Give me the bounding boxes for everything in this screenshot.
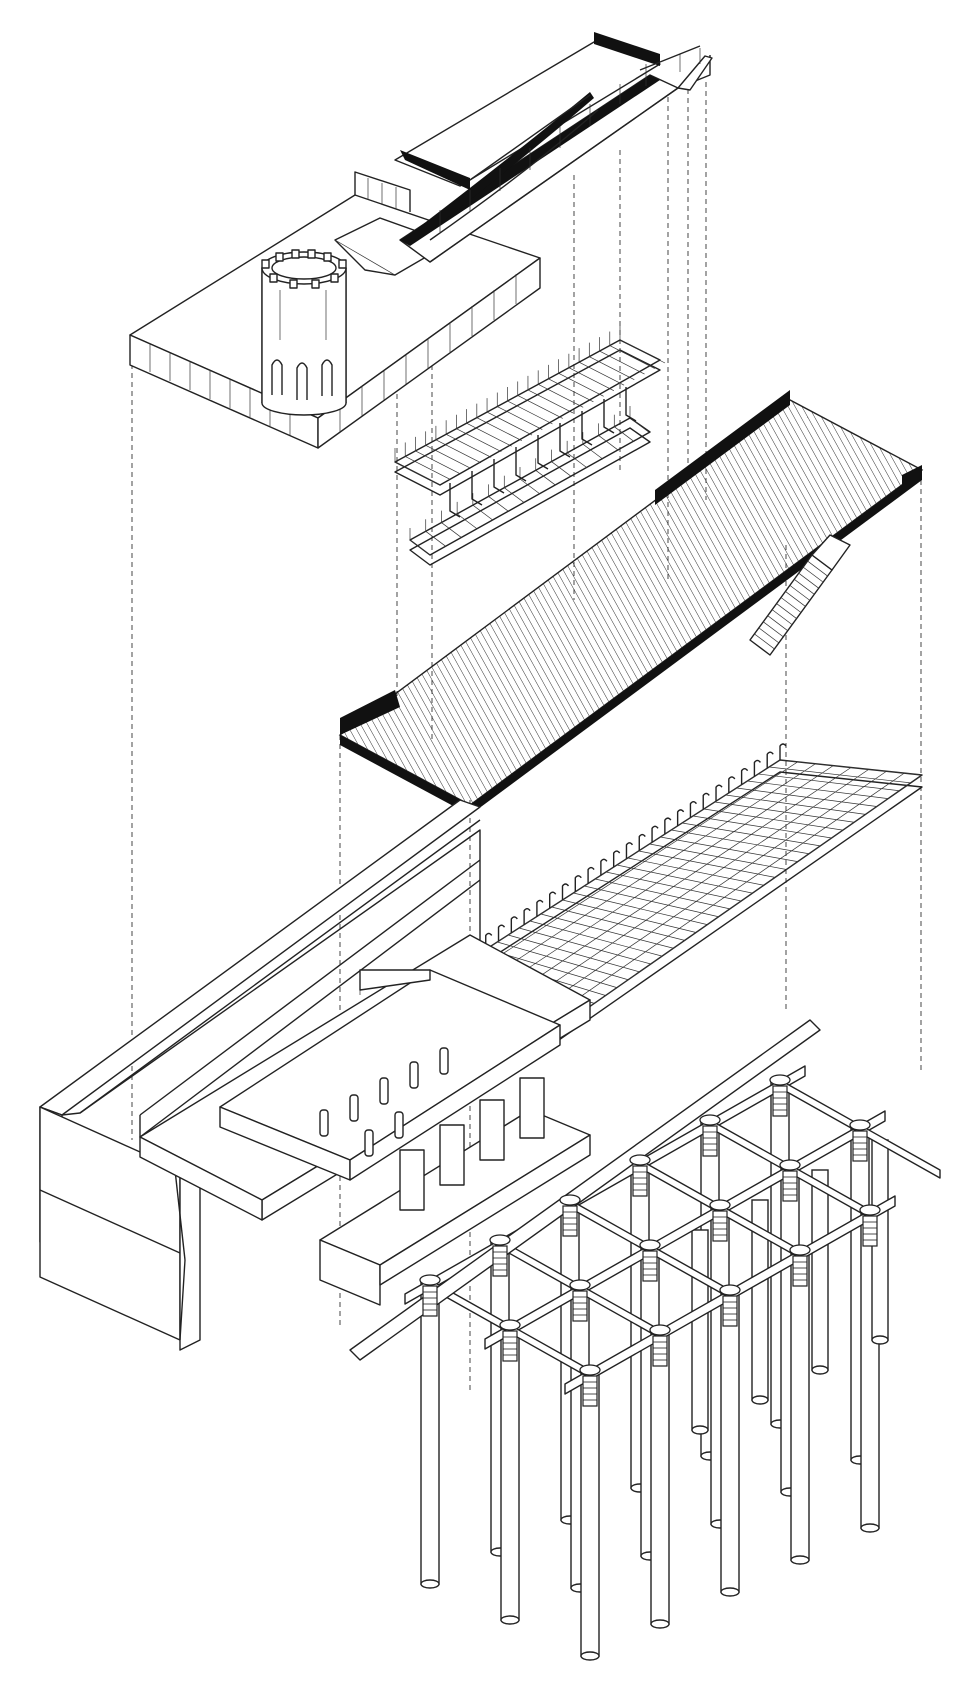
rebar-hook: [587, 866, 595, 884]
pile-cap: [699, 1114, 721, 1126]
pile-cap: [849, 1119, 871, 1131]
rebar-hook: [536, 899, 544, 917]
rebar-hook: [549, 891, 557, 909]
pile-column: [420, 1279, 440, 1585]
pile-cap: [419, 1274, 441, 1286]
rebar-hook: [625, 842, 634, 859]
concrete-pier: [479, 1099, 505, 1161]
rebar-hook: [676, 809, 685, 826]
pile-column: [720, 1289, 740, 1593]
rebar-hook: [510, 916, 518, 933]
rebar-hook: [689, 800, 698, 818]
rebar-stirrup: [537, 435, 549, 470]
dowel-bar: [349, 1094, 359, 1122]
pile-column: [691, 1229, 709, 1431]
pile-cap: [639, 1239, 661, 1251]
rebar-stirrup: [625, 387, 637, 422]
rebar-stirrup: [559, 423, 571, 458]
foundation-block-layer: [39, 799, 591, 1351]
pile-cap: [559, 1194, 581, 1206]
pile-cap: [569, 1279, 591, 1291]
pile-cap: [859, 1204, 881, 1216]
dowel-bar: [319, 1109, 329, 1137]
rebar-hook: [715, 784, 723, 802]
rebar-hook: [638, 833, 646, 851]
rebar-hook: [766, 751, 774, 769]
pile-cap: [769, 1074, 791, 1086]
concrete-pier: [519, 1077, 545, 1139]
main-deck-layer: [338, 390, 924, 815]
pile-cap: [719, 1284, 741, 1296]
pile-column: [811, 1169, 829, 1371]
alignment-guide-lines: [131, 80, 922, 1390]
pile-cap: [579, 1364, 601, 1376]
dowel-bar: [379, 1077, 389, 1105]
pile-cap: [779, 1159, 801, 1171]
pile-cap: [499, 1319, 521, 1331]
pile-cap: [629, 1154, 651, 1166]
rebar-stirrup: [603, 399, 615, 434]
rebar-hook: [702, 792, 710, 810]
pile-column: [500, 1324, 520, 1621]
rebar-hook: [523, 908, 531, 925]
pile-and-beam-grid-layer: [349, 1019, 941, 1661]
rebar-hook: [651, 825, 659, 843]
rebar-stirrup: [471, 471, 483, 506]
rebar-hook: [485, 932, 493, 950]
rebar-hook: [497, 924, 506, 942]
rebar-stirrup: [515, 447, 527, 482]
pile-cap: [789, 1244, 811, 1256]
viewing-deck-layer: [129, 32, 713, 449]
pile-cap: [709, 1199, 731, 1211]
dowel-bar: [364, 1129, 374, 1157]
edge-beam: [349, 1019, 821, 1361]
rebar-hook: [600, 858, 608, 876]
rebar-stirrup: [581, 411, 593, 446]
rebar-hook: [574, 875, 582, 892]
concrete-pier: [439, 1124, 465, 1186]
dowel-bar: [394, 1111, 404, 1139]
dowel-bar: [439, 1047, 449, 1075]
dowel-bar: [409, 1061, 419, 1089]
pile-cap: [649, 1324, 671, 1336]
rebar-hook: [561, 883, 570, 900]
tower-icon: [261, 249, 347, 416]
pile-cap: [489, 1234, 511, 1246]
pile-column: [650, 1329, 670, 1625]
rebar-stirrup: [449, 483, 461, 518]
rebar-stirrup: [493, 459, 505, 494]
rebar-hook: [612, 850, 621, 868]
concrete-pier: [399, 1149, 425, 1211]
pile-column: [580, 1369, 600, 1657]
rebar-hook: [753, 759, 761, 777]
rebar-hook: [728, 776, 736, 793]
rebar-hook: [740, 768, 749, 785]
rebar-hook: [779, 743, 787, 760]
pile-column: [790, 1249, 810, 1561]
rebar-hook: [664, 817, 672, 835]
stair-icon: [749, 534, 851, 656]
upper-rebar-cage-layer: [394, 326, 666, 566]
